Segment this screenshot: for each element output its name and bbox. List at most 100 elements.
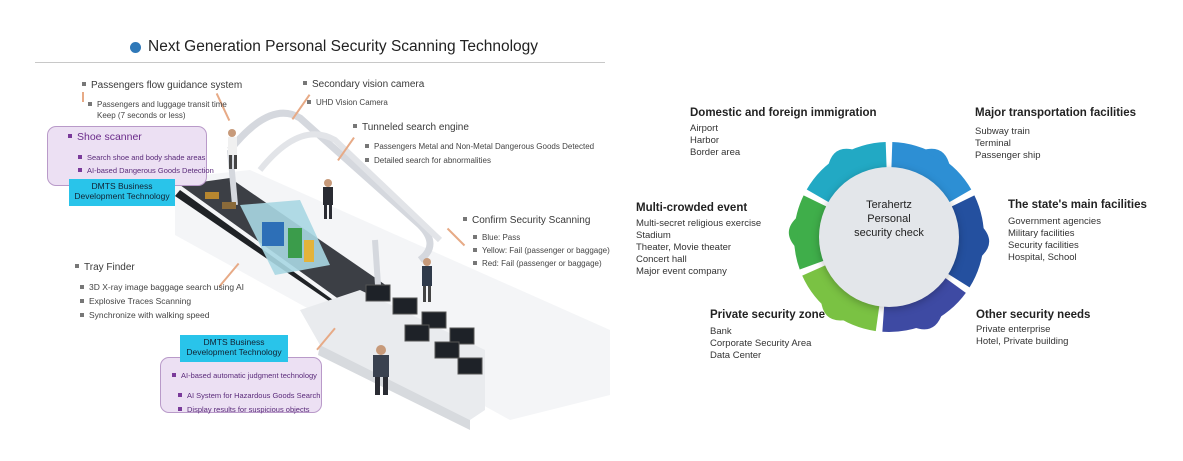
state-item-3: Security facilities (1008, 240, 1079, 251)
segment-domestic (806, 142, 888, 213)
ai-judgment-item-2: AI System for Hazardous Goods Search (178, 391, 320, 400)
xray-unit-yellow (304, 240, 314, 262)
tray-finder-item-3-text: Synchronize with walking speed (89, 310, 210, 320)
shoe-scanner-item-1-text: Search shoe and body shade areas (87, 153, 206, 162)
shoe-scanner-title-text: Shoe scanner (77, 131, 142, 143)
ai-judgment-item-3: Display results for suspicious objects (178, 405, 310, 414)
tray-finder-item-2: Explosive Traces Scanning (80, 296, 191, 307)
multi-crowded-item-3: Theater, Movie theater (636, 242, 732, 253)
bullet-icon (365, 143, 369, 148)
state-item-2: Military facilities (1008, 228, 1075, 239)
conveyor-edge (175, 190, 345, 312)
transport-title: Major transportation facilities (975, 107, 1137, 119)
bullet-icon (353, 124, 357, 129)
domestic-item-2: Harbor (690, 135, 720, 146)
guide-line (82, 92, 84, 102)
confirm-security-title-text: Confirm Security Scanning (472, 215, 591, 226)
person-passenger-2 (323, 179, 333, 219)
person-officer-2 (373, 345, 389, 395)
scanning-technology-panel: Next Generation Personal Security Scanni… (35, 38, 610, 430)
passenger-flow-title-text: Passengers flow guidance system (91, 80, 243, 91)
segment-state-notch (979, 225, 990, 258)
tray-finder-item-2-text: Explosive Traces Scanning (89, 296, 192, 306)
bullet-icon (178, 407, 182, 412)
bullet-icon (75, 264, 79, 269)
secondary-camera-item: UHD Vision Camera (307, 97, 388, 108)
confirm-security-item-3-text: Red: Fail (passenger or baggage) (482, 259, 602, 268)
tunneled-search-item-1: Passengers Metal and Non-Metal Dangerous… (365, 141, 594, 152)
console-desk-edge (318, 345, 470, 430)
passenger-flow-line-2: Keep (7 seconds or less) (97, 111, 186, 120)
terahertz-application-panel: Terahertz Personal security check Domest… (620, 80, 1183, 380)
monitor-2 (392, 297, 418, 315)
multi-crowded-item-1: Multi-secret religious exercise (636, 218, 762, 229)
multi-crowded-title: Multi-crowded event (636, 202, 748, 214)
bullet-icon (178, 393, 182, 398)
tunnel-frame-inner (257, 131, 443, 243)
bullet-icon (473, 247, 477, 252)
center-label-line-1: Terahertz (866, 199, 912, 211)
confirm-security-item-2: Yellow: Fail (passenger or baggage) (473, 245, 610, 256)
other-item-2: Hotel, Private building (976, 336, 1069, 347)
tray-1 (205, 192, 219, 199)
terahertz-ring-diagram (788, 142, 990, 332)
bullet-icon (78, 168, 82, 173)
tray-finder-item-3: Synchronize with walking speed (80, 310, 209, 321)
center-label-line-2: Personal (867, 213, 911, 225)
center-label: Terahertz Personal security check (824, 198, 954, 240)
bullet-icon (78, 155, 82, 160)
tray-finder-item-1-text: 3D X-ray image baggage search using AI (89, 282, 244, 292)
tray-2 (222, 202, 236, 209)
state-title: The state's main facilities (1008, 199, 1147, 211)
transport-item-3: Passenger ship (975, 150, 1041, 161)
monitor-1 (365, 284, 391, 302)
private-zone-item-2: Corporate Security Area (710, 338, 812, 349)
private-zone-item-1: Bank (710, 326, 732, 337)
dmts-badge-2-line-1: DMTS Business (203, 337, 265, 347)
person-officer-1 (422, 258, 432, 302)
left-title: Next Generation Personal Security Scanni… (130, 38, 538, 56)
person-passenger-1 (228, 129, 237, 169)
tray-finder-item-1: 3D X-ray image baggage search using AI (80, 282, 244, 293)
multi-crowded-item-5: Major event company (636, 266, 727, 277)
bullet-icon (365, 157, 369, 162)
ai-judgment-item-3-text: Display results for suspicious objects (187, 405, 310, 414)
multi-crowded-item-2: Stadium (636, 230, 671, 241)
confirm-security-title: Confirm Security Scanning (463, 215, 590, 226)
transport-item-1: Subway train (975, 126, 1030, 137)
bullet-icon (307, 99, 311, 104)
bullet-icon (80, 312, 84, 317)
segment-transport-notch (922, 148, 951, 167)
center-disc (819, 167, 959, 307)
shoe-scanner-item-2: AI-based Dangerous Goods Detection (78, 166, 214, 175)
transport-item-2: Terminal (975, 138, 1011, 149)
tunneled-search-title: Tunneled search engine (353, 122, 469, 133)
tray-finder-title-text: Tray Finder (84, 262, 135, 273)
bullet-icon (68, 134, 72, 139)
tunneled-search-item-1-text: Passengers Metal and Non-Metal Dangerous… (374, 142, 595, 151)
confirm-security-item-3: Red: Fail (passenger or baggage) (473, 258, 602, 269)
passenger-flow-title: Passengers flow guidance system (82, 80, 242, 91)
domestic-title: Domestic and foreign immigration (690, 107, 877, 119)
monitor-5 (404, 324, 430, 342)
other-item-1: Private enterprise (976, 324, 1051, 335)
confirm-security-item-2-text: Yellow: Fail (passenger or baggage) (482, 246, 610, 255)
bullet-icon (303, 81, 307, 86)
bullet-icon (473, 260, 477, 265)
dmts-badge-2-line-2: Development Technology (186, 347, 282, 357)
shoe-scanner-title: Shoe scanner (68, 131, 142, 143)
bullet-icon (80, 298, 84, 303)
xray-unit-blue (262, 222, 284, 246)
secondary-camera-item-text: UHD Vision Camera (316, 98, 388, 107)
confirm-security-item-1: Blue: Pass (473, 232, 520, 243)
bullet-icon (172, 373, 176, 378)
tunneled-search-item-2-text: Detailed search for abnormalities (374, 156, 491, 165)
secondary-camera-title-text: Secondary vision camera (312, 79, 425, 90)
multi-crowded-item-4: Concert hall (636, 254, 687, 265)
dmts-badge-1-line-2: Development Technology (74, 191, 170, 201)
left-title-text: Next Generation Personal Security Scanni… (148, 38, 539, 55)
private-zone-title: Private security zone (710, 309, 826, 321)
other-title: Other security needs (976, 309, 1091, 321)
scanner-illustration (175, 109, 610, 430)
center-label-line-3: security check (854, 227, 924, 239)
